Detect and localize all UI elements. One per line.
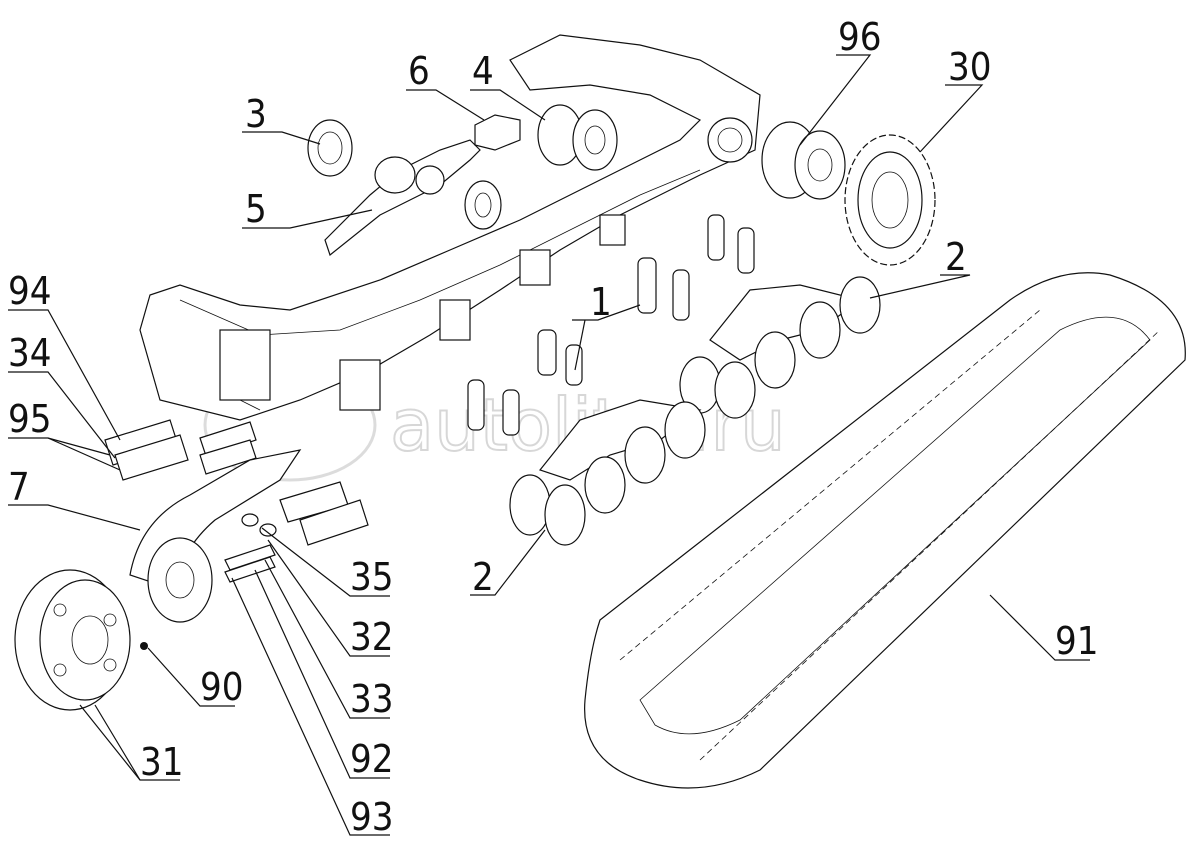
part-small-hardware	[224, 513, 277, 583]
callout-2-lower: 2	[472, 555, 494, 599]
callout-31: 31	[140, 740, 184, 784]
part-30-sprocket	[844, 134, 936, 266]
part-90-nut	[140, 642, 148, 650]
callout-35: 35	[350, 555, 394, 599]
leader-lines	[8, 54, 1090, 836]
callout-2-upper: 2	[945, 235, 967, 279]
callout-94: 94	[8, 269, 52, 313]
callout-32: 32	[350, 615, 394, 659]
part-7-idler-bracket	[129, 449, 302, 623]
callout-90: 90	[200, 665, 244, 709]
callout-labels: 1 2 2 3 4 5 6 7 30 31 32 33 34 35 90 91 …	[8, 15, 1099, 839]
callout-34: 34	[8, 331, 52, 375]
main-frame	[139, 34, 761, 421]
callout-93: 93	[350, 795, 394, 839]
callout-95: 95	[8, 397, 52, 441]
part-96-final-drive	[761, 121, 846, 200]
callout-91: 91	[1055, 619, 1099, 663]
callout-5: 5	[245, 187, 267, 231]
callout-1: 1	[590, 280, 612, 324]
part-5-axle-arm	[324, 139, 502, 257]
callout-3: 3	[245, 92, 267, 136]
part-1-cartridges	[467, 214, 755, 436]
callout-96: 96	[838, 15, 882, 59]
callout-7: 7	[8, 465, 30, 509]
callout-30: 30	[948, 45, 992, 89]
part-6-bracket	[474, 114, 521, 151]
callout-4: 4	[472, 49, 494, 93]
callout-33: 33	[350, 677, 394, 721]
part-2-bogie-upper	[679, 276, 881, 419]
part-3-ring	[307, 119, 353, 177]
part-94-34-95-plates	[104, 419, 369, 546]
part-4-roller	[537, 104, 618, 171]
callout-92: 92	[350, 737, 394, 781]
part-31-idler-wheel	[14, 569, 131, 711]
part-91-track	[584, 272, 1186, 789]
callout-6: 6	[408, 49, 430, 93]
part-2-bogie-lower	[509, 399, 706, 546]
